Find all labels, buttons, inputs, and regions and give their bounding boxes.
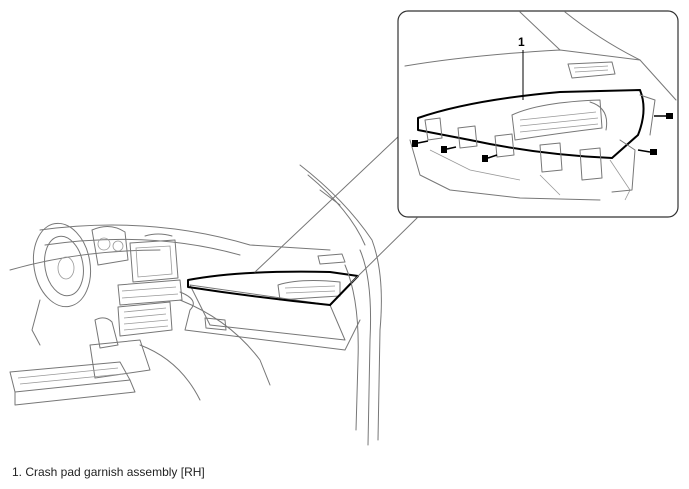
figure-caption: 1. Crash pad garnish assembly [RH] bbox=[12, 465, 205, 479]
dashboard-drawing bbox=[9, 164, 382, 446]
detail-leader-lines bbox=[254, 134, 418, 283]
screw-icon bbox=[412, 140, 429, 147]
callout-number: 1 bbox=[518, 35, 525, 49]
screw-icon bbox=[637, 149, 657, 155]
detail-inset: 1 bbox=[397, 10, 679, 218]
screw-icon bbox=[441, 146, 457, 153]
screw-icon bbox=[482, 154, 498, 162]
screw-icon bbox=[654, 113, 673, 119]
